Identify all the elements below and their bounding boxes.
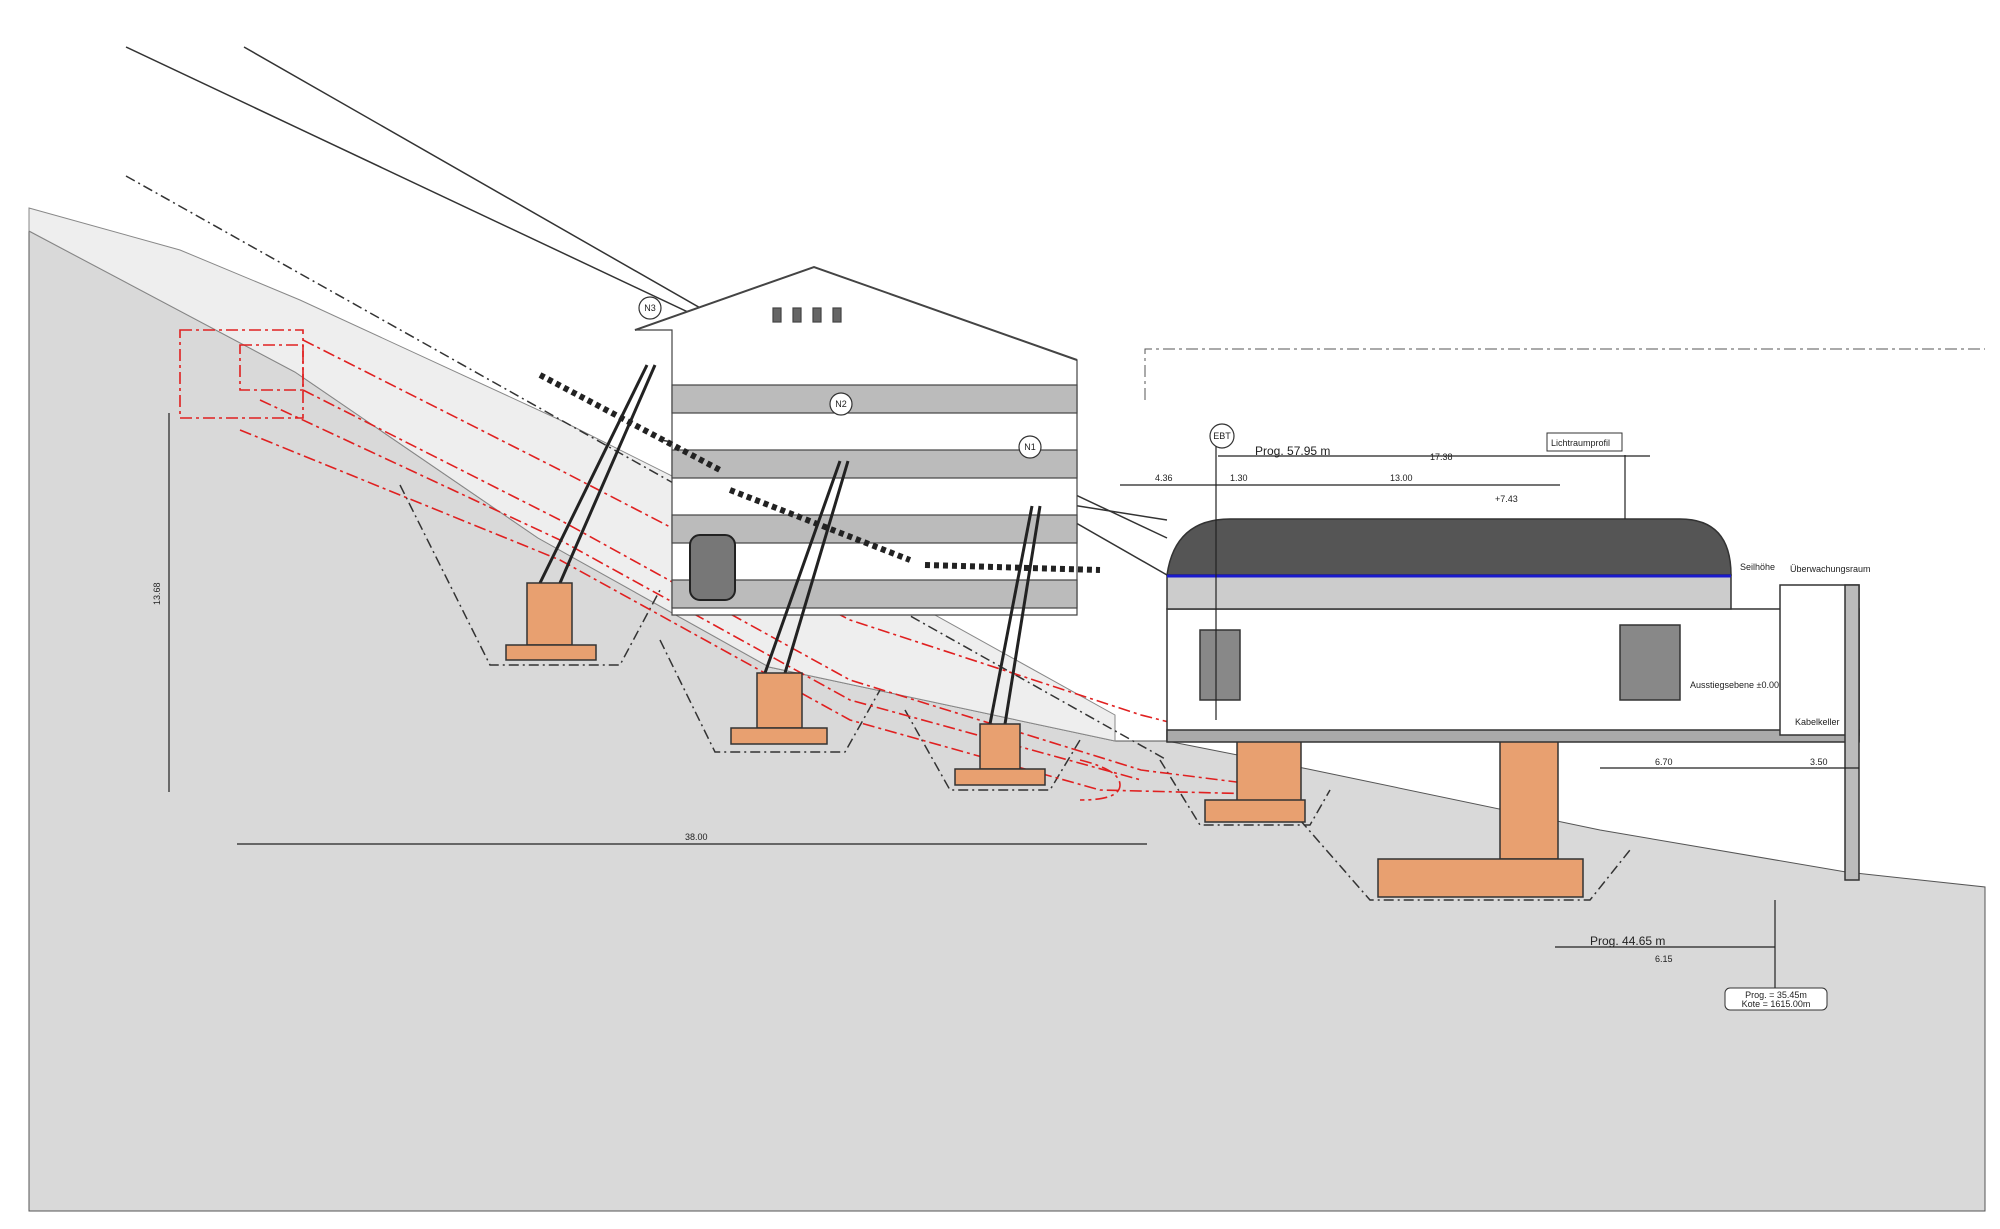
dimension-lines <box>168 413 1859 990</box>
dim-17-38: 17.38 <box>1430 452 1453 462</box>
level-top: +7.43 <box>1495 494 1518 504</box>
prog-bottom-label: Prog. 44.65 m <box>1590 934 1665 948</box>
dim-horizontal-total: 38.00 <box>685 832 708 842</box>
dim-4-36: 4.36 <box>1155 473 1173 483</box>
station-prog: Prog. = 35.45m <box>1745 990 1807 1000</box>
dim-6-15: 6.15 <box>1655 954 1673 964</box>
dim-vertical-total: 13.68 <box>152 582 162 605</box>
prog-top-label: Prog. 57.95 m <box>1255 444 1330 458</box>
support-label-ebt: EBT <box>1213 431 1231 441</box>
towers <box>538 364 1101 725</box>
dim-3-50: 3.50 <box>1810 757 1828 767</box>
label-cable-height: Seilhöhe <box>1740 562 1775 572</box>
station <box>1166 518 1860 881</box>
support-label-n3: N3 <box>644 303 656 313</box>
dim-13-00: 13.00 <box>1390 473 1413 483</box>
support-label-n2: N2 <box>835 399 847 409</box>
clearance-profile-label: Lichtraumprofil <box>1551 438 1610 448</box>
station-kote: Kote = 1615.00m <box>1742 999 1811 1009</box>
excavation-outlines <box>125 175 1631 901</box>
cabin <box>689 534 736 601</box>
dim-6-70: 6.70 <box>1655 757 1673 767</box>
label-boarding-level: Ausstiegsebene ±0.00 <box>1690 680 1779 690</box>
dim-1-30: 1.30 <box>1230 473 1248 483</box>
background-building <box>634 265 1078 616</box>
clearance-boundary <box>1144 348 1985 400</box>
support-label-n1: N1 <box>1024 442 1036 452</box>
label-cable-cellar: Kabelkeller <box>1795 717 1840 727</box>
label-monitoring-room: Überwachungsraum <box>1790 564 1871 574</box>
